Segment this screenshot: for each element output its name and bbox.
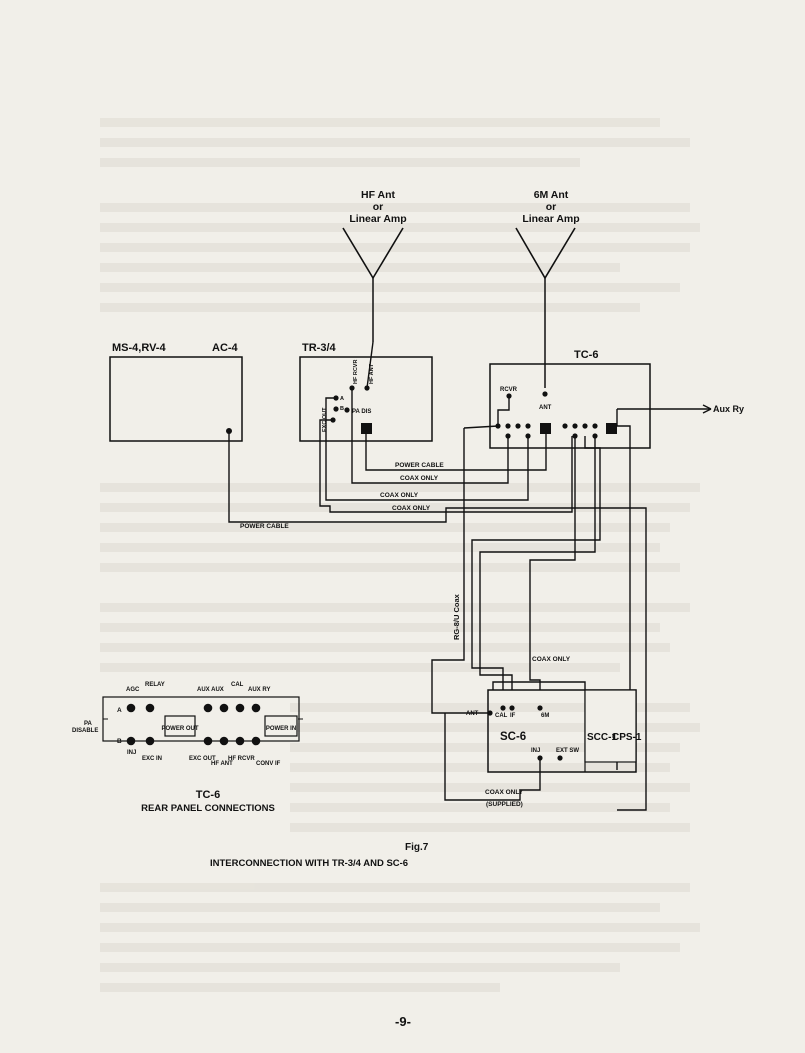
tr34-port-ant: HF ANT [369, 363, 375, 384]
rear-jacks [126, 703, 261, 746]
sc6-box: SC-6 SCC-1 CPS-1 ANT CAL IF 6M INJ EXT S… [466, 689, 642, 773]
bleed-through-background [100, 118, 700, 992]
rear-panel-title: TC-6 [196, 789, 220, 801]
sixm-antenna-label-2: or [546, 201, 557, 213]
rear-hf-rcvr-label: HF RCVR [228, 756, 255, 762]
coax-1 [351, 388, 509, 484]
power-cable-2 [228, 431, 647, 811]
tc6-box: TC-6 RCVR ANT [489, 349, 651, 449]
power-cable-1 [365, 434, 547, 471]
sc6-jack-6m [537, 705, 543, 711]
sixm-antenna-label-1: 6M Ant [534, 189, 569, 201]
coax-only-4 [492, 681, 586, 690]
hf-antenna-label-1: HF Ant [361, 189, 396, 201]
tr34-port-a: A [340, 396, 344, 402]
rear-a-label: A [117, 707, 122, 714]
sixm-antenna-label-3: Linear Amp [522, 213, 579, 225]
aux-ry-label: Aux Ry [713, 404, 744, 414]
rear-power-in [264, 715, 298, 737]
rear-power-out-label-1: POWER OUT [162, 726, 199, 732]
coax-4-label: COAX ONLY [532, 656, 571, 663]
coax-2-label: COAX ONLY [380, 492, 419, 499]
sc6-port-inj: INJ [531, 748, 540, 754]
tc6-jack-row-right [562, 423, 598, 439]
sc6-jack-cal [500, 705, 506, 711]
ms4-ac4-box: MS-4,RV-4 AC-4 [109, 342, 243, 442]
sixm-antenna: 6M Ant or Linear Amp [515, 189, 580, 388]
rg8-coax-label: RG-8/U Coax [452, 593, 461, 640]
tr34-port-b: B [340, 406, 344, 412]
rear-relay-label: RELAY [145, 682, 165, 688]
figure-caption: INTERCONNECTION WITH TR-3/4 AND SC-6 [210, 858, 408, 869]
tc6-port-ant: ANT [539, 405, 552, 411]
tc6-jack-ant [542, 391, 548, 397]
tr34-label: TR-3/4 [302, 342, 337, 354]
rear-pa-label: PA [84, 721, 93, 727]
sc6-jack-ant [487, 710, 493, 716]
coax-3-label: COAX ONLY [392, 505, 431, 512]
tc6-port-rcvr: RCVR [500, 387, 518, 393]
sc6-jack-inj [537, 755, 543, 761]
aux-ry-arrow-b [702, 408, 712, 414]
coax-2 [325, 397, 529, 501]
supplied-coax [444, 713, 541, 801]
hf-antenna-label-2: or [373, 201, 384, 213]
tc6-power-in-socket [606, 423, 617, 434]
ac4-label: AC-4 [212, 342, 239, 354]
rear-aux-ry-label: AUX RY [248, 687, 270, 693]
sc6-port-if: IF [510, 713, 516, 719]
rear-hf-ant-label: HF ANT [211, 761, 233, 767]
sc6-port-6m: 6M [541, 713, 549, 719]
coax-1-label: COAX ONLY [400, 475, 439, 482]
rear-disable-label: DISABLE [72, 728, 98, 734]
rg8-coax [431, 428, 490, 714]
sc6-jack-if [509, 705, 515, 711]
scc1-label: SCC-1 [587, 732, 617, 743]
tr34-port-hf-rcvr: HF RCVR [353, 360, 359, 384]
sc6-port-ext-sw: EXT SW [556, 748, 579, 754]
rear-power-out [164, 715, 196, 737]
rear-agc-label: AGC [126, 687, 140, 693]
rear-exc-in-label: EXC IN [142, 756, 162, 762]
coax-5-label: COAX ONLY [485, 789, 524, 796]
rear-panel-subtitle: REAR PANEL CONNECTIONS [141, 803, 275, 814]
tc6-power-out-socket [540, 423, 551, 434]
power-cable-2-label: POWER CABLE [240, 523, 289, 530]
coax-to-sc6-if [479, 436, 596, 690]
tr34-jack-pa-dis [344, 407, 350, 413]
figure-number: Fig.7 [405, 842, 429, 853]
sc6-label: SC-6 [500, 731, 526, 743]
coax-3 [319, 419, 573, 513]
rear-aux-aux-label: AUX AUX [197, 687, 224, 693]
rear-inj-label: INJ [127, 750, 136, 756]
rear-power-in-label: POWER IN [266, 726, 296, 732]
aux-ry-arrow [702, 404, 712, 410]
power-cable-1-label: POWER CABLE [395, 462, 444, 469]
tr34-jack-b [333, 406, 339, 412]
sc6-jack-ext-sw [557, 755, 563, 761]
tr34-port-pa-dis: PA DIS [352, 409, 371, 415]
sc6-port-ant: ANT [466, 711, 479, 717]
ms4-label: MS-4,RV-4 [112, 342, 166, 354]
hf-antenna: HF Ant or Linear Amp [342, 189, 407, 342]
tc6-rear-panel: AGC RELAY AUX AUX CAL AUX RY PA DISABLE … [72, 682, 303, 814]
sc6-port-cal: CAL [495, 713, 508, 719]
tc6-jack-row-left [495, 423, 531, 439]
rear-cal-label: CAL [231, 682, 244, 688]
rear-exc-out-label: EXC OUT [189, 756, 216, 762]
cps1-label: CPS-1 [612, 732, 642, 743]
hf-antenna-label-3: Linear Amp [349, 213, 406, 225]
page-number: -9- [395, 1014, 411, 1029]
tr34-power-socket [361, 423, 372, 434]
supplied-label: (SUPPLIED) [486, 801, 523, 808]
coax-to-sc6-cal [471, 436, 601, 690]
rear-conv-if-label: CONV IF [256, 761, 281, 767]
tc6-label: TC-6 [574, 349, 598, 361]
